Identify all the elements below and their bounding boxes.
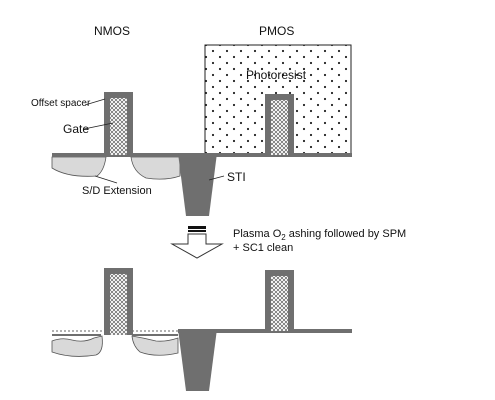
process-step-line1: Plasma O2 ashing followed by SPM bbox=[233, 228, 406, 242]
sd-extension-label: S/D Extension bbox=[82, 185, 152, 197]
sd-extension-leader bbox=[94, 175, 118, 184]
sd-extension-left-top bbox=[51, 156, 107, 177]
sti-label: STI bbox=[227, 170, 246, 184]
nmos-gate-top bbox=[110, 98, 127, 155]
sti-trench-bottom bbox=[178, 329, 217, 391]
pmos-label: PMOS bbox=[259, 24, 294, 38]
photoresist-label: Photoresist bbox=[246, 68, 307, 82]
sd-extension-right-top bbox=[130, 156, 181, 180]
down-arrow-icon bbox=[170, 226, 224, 259]
gate-label: Gate bbox=[63, 122, 89, 136]
sd-extension-left-bottom bbox=[51, 335, 103, 357]
gate-leader bbox=[83, 122, 114, 130]
nmos-gate-bottom bbox=[110, 274, 127, 335]
pmos-gate-bottom bbox=[271, 276, 288, 331]
pmos-gate-top bbox=[271, 100, 288, 155]
nmos-label: NMOS bbox=[94, 24, 130, 38]
top-cross-section: NMOS PMOS Photoresist Offset spacer Gate… bbox=[31, 24, 352, 216]
process-step-line2: + SC1 clean bbox=[233, 242, 293, 254]
sti-leader bbox=[208, 175, 225, 181]
bottom-cross-section bbox=[51, 268, 352, 391]
sd-extension-right-bottom bbox=[131, 335, 179, 356]
offset-spacer-leader bbox=[84, 98, 106, 106]
offset-spacer-label: Offset spacer bbox=[31, 98, 91, 109]
sti-trench-top bbox=[178, 153, 217, 216]
